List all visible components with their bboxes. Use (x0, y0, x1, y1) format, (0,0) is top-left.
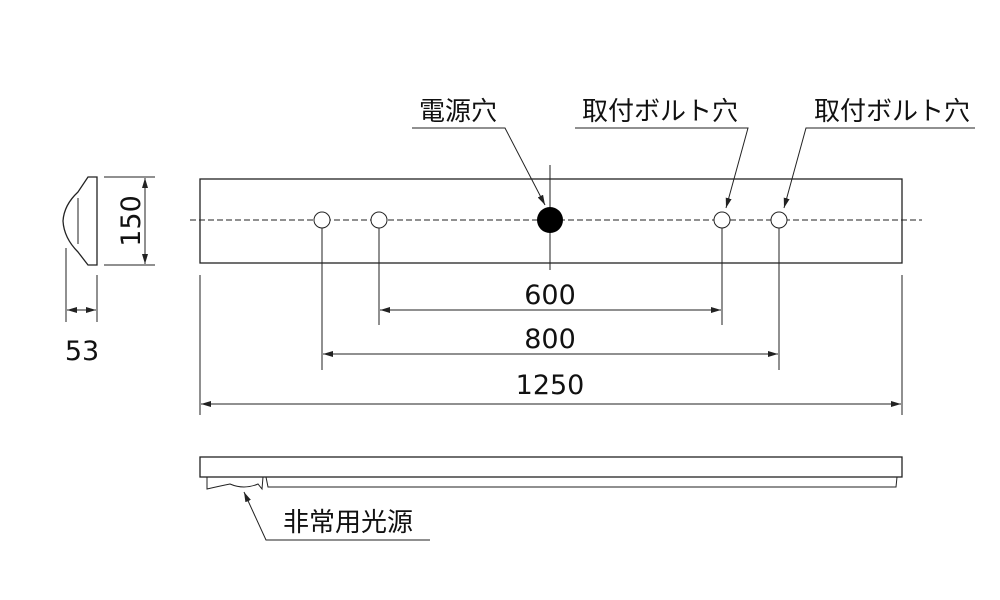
top-view: 600 800 1250 電源穴 取付ボルト穴 取付ボルト穴 (190, 97, 975, 415)
mount-hole (713, 211, 731, 229)
front-view: 非常用光源 (199, 456, 903, 541)
mount-bolt-hole-label-1: 取付ボルト穴 (582, 97, 738, 127)
power-hole-label: 電源穴 (419, 97, 497, 127)
mount-bolt-hole-label-2: 取付ボルト穴 (814, 97, 970, 127)
side-profile: 150 53 (62, 176, 155, 367)
dimension-1250: 1250 (516, 370, 585, 401)
height-dimension-label: 150 (116, 195, 147, 247)
power-hole (537, 207, 563, 233)
dimension-800: 800 (524, 324, 576, 355)
depth-dimension-label: 53 (65, 336, 99, 367)
dimension-600: 600 (524, 280, 576, 311)
mount-hole (770, 211, 788, 229)
mount-hole (313, 211, 331, 229)
mount-hole (370, 211, 388, 229)
emergency-light-label: 非常用光源 (283, 508, 413, 538)
